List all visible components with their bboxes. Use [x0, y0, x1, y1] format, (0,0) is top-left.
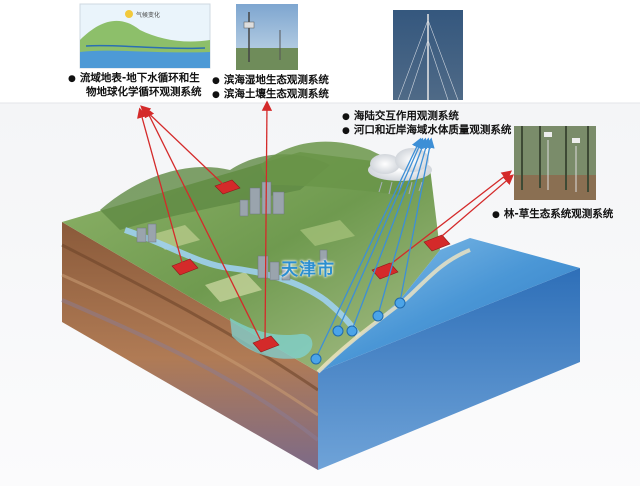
- sensor-dot: [332, 325, 344, 337]
- blue-arrows: [315, 137, 435, 359]
- label-wetland-system: ●滨海湿地生态观测系统 ●滨海土壤生态观测系统: [212, 74, 329, 102]
- city-label: 天津市: [281, 260, 335, 280]
- inset-tower-photo: [393, 10, 463, 101]
- bullet-icon: ●: [212, 76, 220, 86]
- arrow: [315, 137, 422, 359]
- sensor-dot: [394, 297, 406, 309]
- arrow: [377, 137, 431, 316]
- label-line: 流域地表-地下水循环和生: [79, 72, 200, 84]
- blue-sensors: [310, 297, 406, 365]
- soil-cross-section: [62, 222, 318, 470]
- sea-surface: [318, 238, 580, 372]
- arrow: [140, 105, 227, 188]
- arrow: [144, 106, 263, 344]
- sensor-dot: [310, 353, 322, 365]
- label-line: 滨海土壤生态观测系统: [223, 88, 329, 100]
- label-forest-grass-system: ●林-草生态系统观测系统: [492, 208, 613, 222]
- inset-forest-photo: [514, 126, 596, 200]
- red-arrows: [137, 100, 514, 344]
- label-land-sea-system: ●海陆交互作用观测系统 ●河口和近岸海域水体质量观测系统: [342, 110, 511, 138]
- inset-wetland-photo: [236, 4, 298, 70]
- sensor-dot: [346, 325, 358, 337]
- site-marker: [171, 258, 199, 276]
- bullet-icon: ●: [212, 90, 220, 100]
- sea-cross-section: [318, 268, 580, 470]
- terrain-block: [61, 141, 580, 470]
- arrow: [351, 137, 428, 331]
- arrow: [382, 170, 513, 271]
- label-line: 河口和近岸海域水体质量观测系统: [353, 124, 512, 136]
- arrow: [399, 137, 435, 303]
- site-marker: [423, 234, 451, 252]
- label-line: 林-草生态系统观测系统: [503, 208, 614, 220]
- label-line: 滨海湿地生态观测系统: [223, 74, 329, 86]
- bullet-icon: ●: [342, 126, 350, 136]
- arrow: [137, 107, 184, 267]
- arrow: [337, 137, 424, 331]
- bullet-icon: ●: [68, 74, 76, 84]
- site-marker: [214, 179, 241, 195]
- arrow: [261, 100, 273, 344]
- bullet-icon: ●: [342, 112, 350, 122]
- label-line: 海陆交互作用观测系统: [353, 110, 459, 122]
- inset-watershed-diagram: 气候变化: [79, 3, 211, 69]
- red-sites: [171, 179, 451, 353]
- arrow: [434, 174, 514, 243]
- sensor-dot: [372, 310, 384, 322]
- bullet-icon: ●: [492, 210, 500, 220]
- label-watershed-system: ●流域地表-地下水循环和生 物地球化学循环观测系统: [68, 72, 202, 99]
- inset-diagram-label: 气候变化: [136, 11, 160, 19]
- label-line: 物地球化学循环观测系统: [86, 86, 202, 98]
